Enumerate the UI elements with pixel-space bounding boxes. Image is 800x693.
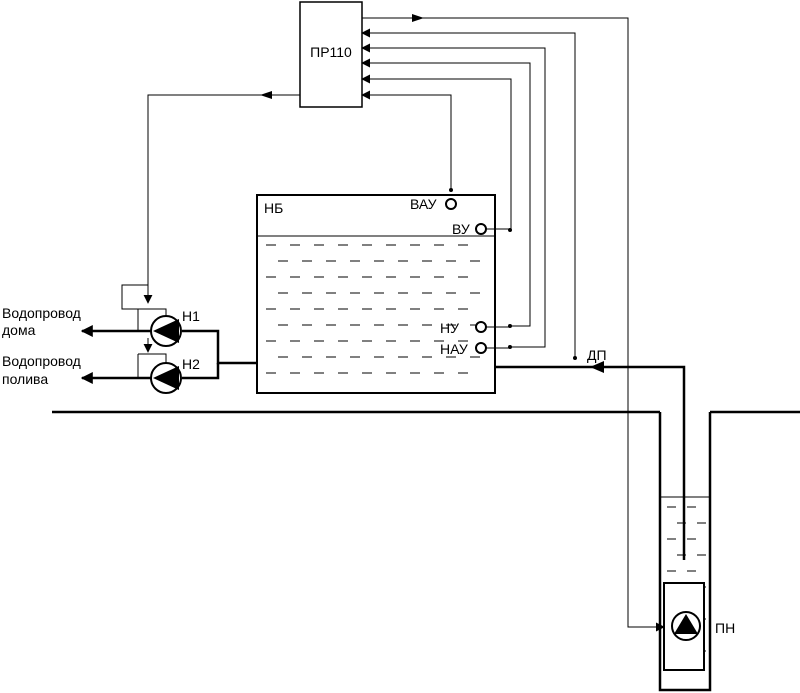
outlet-labels: Водопровод дома Водопровод полива [2,305,81,387]
signal-to-well-pump [362,17,665,632]
sensor-label-emergency-lower: НАУ [440,341,468,357]
house-pump-label: Н1 [182,308,200,324]
signal-arrowhead [260,91,272,99]
controller-label: ПР110 [310,44,352,60]
signal-to-house-pump [143,94,300,304]
sensor-label-upper: ВУ [452,221,470,237]
controller-block: ПР110 [299,1,363,108]
irrigation-line-label-1: Водопровод [2,353,81,369]
pressure-sensor-label: ДП [587,347,607,363]
irrigation-pump-label: Н2 [182,356,200,372]
house-pump: Н1 [80,284,257,365]
storage-tank: НБ [256,194,496,394]
level-sensors: ВАУ ВУ НУ НАУ [410,196,510,357]
signal-arrowhead [412,14,424,22]
signal-wires [143,14,665,632]
sensor-label-emergency-upper: ВАУ [410,196,437,212]
irrigation-pump: Н2 [80,338,220,394]
lower-sensor [475,321,487,333]
house-line-label-2: дома [2,322,36,338]
signal-from-emergency-upper [361,90,452,190]
signal-from-pressure-sensor [361,28,576,358]
tank-label: НБ [264,200,283,216]
irrigation-line-label-2: полива [2,371,48,387]
upper-sensor [475,223,487,235]
tank-water [266,244,480,374]
sensor-label-lower: НУ [440,320,459,336]
well-inflow-pipe: ДП [495,347,686,560]
signal-from-emergency-lower [361,43,546,348]
well-pump-label: ПН [715,620,735,636]
well: ПН [658,412,735,692]
emergency-lower-sensor [475,342,487,354]
house-line-label-1: Водопровод [2,305,81,321]
signal-from-lower [361,58,531,327]
emergency-upper-sensor [445,198,457,210]
